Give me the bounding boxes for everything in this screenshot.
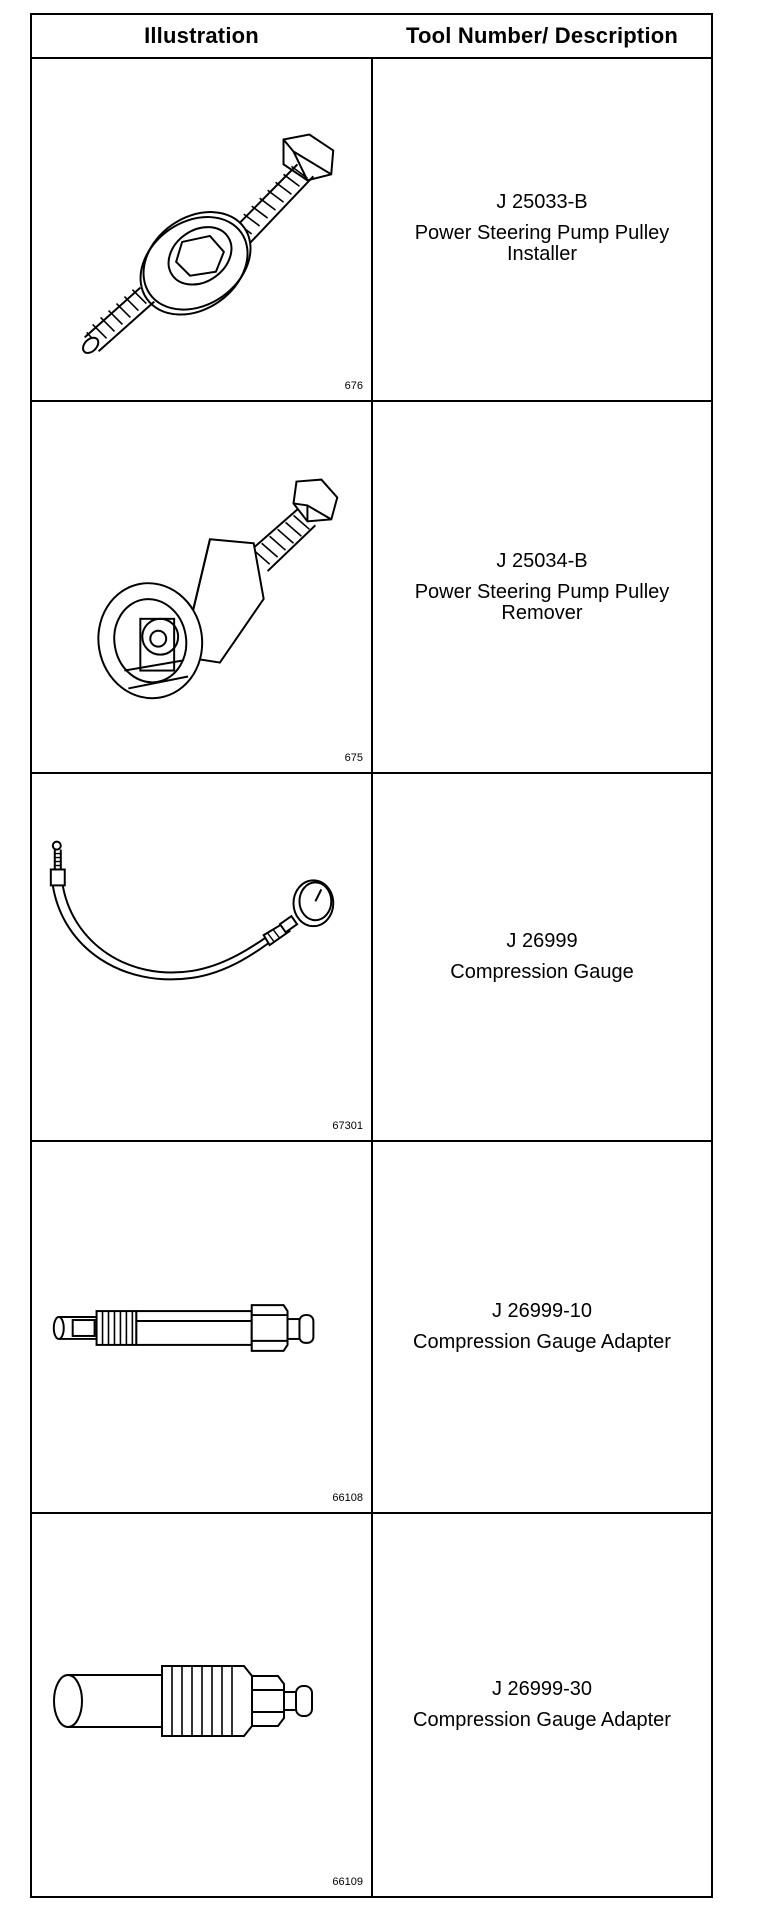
tool-number: J 25033-B <box>496 191 588 213</box>
figure-number: 66108 <box>332 1492 363 1504</box>
table-row: 676 J 25033-B Power Steering Pump Pulley… <box>32 57 711 402</box>
tool-number: J 25034-B <box>496 549 588 572</box>
tool-description: Compression Gauge Adapter <box>413 1331 671 1353</box>
figure-number: 66109 <box>332 1876 363 1888</box>
illustration-cell: 66108 <box>32 1142 371 1512</box>
tool-description-cell: J 26999 Compression Gauge <box>373 774 711 1140</box>
tool-description-cell: J 26999-10 Compression Gauge Adapter <box>373 1142 711 1512</box>
pulley-installer-icon <box>82 133 335 354</box>
table-row: 67301 J 26999 Compression Gauge <box>32 774 711 1142</box>
figure-number: 67301 <box>332 1120 363 1132</box>
header-illustration: Illustration <box>144 23 259 48</box>
figure-number: 676 <box>344 380 363 392</box>
column-divider <box>371 15 373 1896</box>
table-header: Illustration Tool Number/ Description <box>32 15 711 59</box>
illustration-cell: 67301 <box>32 774 371 1140</box>
table-row: 66109 J 26999-30 Compression Gauge Adapt… <box>32 1514 711 1896</box>
tool-description: Power Steering Pump Pulley Installer <box>414 222 670 265</box>
tool-description-cell: J 25034-B Power Steering Pump Pulley Rem… <box>373 402 711 772</box>
pulley-remover-icon <box>97 478 339 700</box>
gauge-adapter-icon <box>52 1304 315 1352</box>
gauge-adapter-icon <box>53 1665 313 1737</box>
illustration-cell: 66109 <box>32 1514 371 1896</box>
table-row: 66108 J 26999-10 Compression Gauge Adapt… <box>32 1142 711 1514</box>
tool-description: Compression Gauge Adapter <box>413 1709 671 1731</box>
illustration-cell: 675 <box>32 402 371 772</box>
tool-description-cell: J 25033-B Power Steering Pump Pulley Ins… <box>373 57 711 400</box>
compression-gauge-icon <box>49 840 335 981</box>
illustration-cell: 676 <box>32 57 371 400</box>
special-tools-table: Illustration Tool Number/ Description <box>30 13 713 1898</box>
tool-number: J 26999-30 <box>491 1678 593 1700</box>
table-row: 675 J 25034-B Power Steering Pump Pulley… <box>32 402 711 774</box>
figure-number: 675 <box>344 752 363 764</box>
tool-description: Power Steering Pump Pulley Remover <box>414 580 670 624</box>
tool-description-cell: J 26999-30 Compression Gauge Adapter <box>373 1514 711 1896</box>
tool-number: J 26999 <box>506 930 578 952</box>
tool-number: J 26999-10 <box>491 1300 593 1322</box>
header-tool-number: Tool Number/ Description <box>405 23 679 48</box>
tool-description: Compression Gauge <box>450 961 634 983</box>
